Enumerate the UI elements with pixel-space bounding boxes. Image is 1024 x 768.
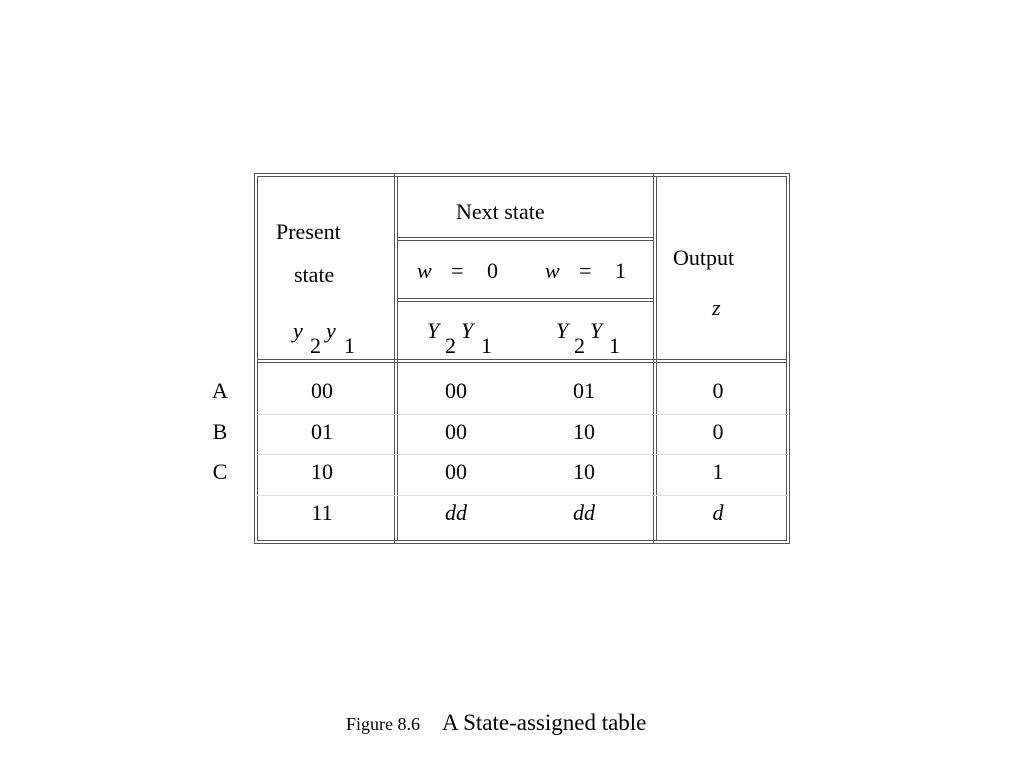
figure-label: Figure 8.6 [346, 714, 420, 734]
next-state-w1-cell: dd [573, 500, 595, 525]
present-state-cell: 01 [311, 419, 333, 444]
present-state-cell: 00 [311, 378, 333, 403]
next-state-w1-cell: 10 [573, 459, 595, 484]
output-cell: d [712, 500, 724, 525]
row-label: B [212, 419, 228, 444]
next-state-w0-cell: dd [445, 500, 467, 525]
table-border-left [254, 173, 255, 544]
next-state-header-divider [397, 298, 654, 299]
row-label: C [212, 459, 228, 484]
row-label: A [212, 378, 228, 403]
next-state-w0-cell: 00 [445, 459, 467, 484]
header-body-divider [257, 362, 787, 363]
figure-title: A State-assigned table [442, 710, 647, 735]
figure-caption: Figure 8.6 A State-assigned table [346, 710, 646, 736]
row-divider [257, 454, 787, 455]
present-state-header: state [294, 262, 335, 287]
next-state-header-divider [397, 240, 654, 241]
next-state-header: Next state [456, 199, 545, 224]
table-border-bottom-inner [257, 540, 787, 541]
output-variable: z [712, 295, 721, 320]
output-cell: 0 [712, 419, 724, 444]
column-divider [397, 176, 398, 541]
table-border-top-inner [257, 176, 787, 177]
column-divider [656, 176, 657, 541]
header-body-divider [257, 359, 787, 360]
present-state-header: Present [276, 219, 341, 244]
output-cell: 1 [712, 459, 724, 484]
next-state-w0-cell: 00 [445, 378, 467, 403]
next-state-header-divider [397, 237, 654, 238]
next-state-w1-cell: 10 [573, 419, 595, 444]
table-border-top [254, 173, 790, 174]
output-header: Output [673, 245, 735, 270]
column-divider [394, 173, 395, 544]
table-border-left-inner [257, 176, 258, 541]
next-state-w0-cell: 00 [445, 419, 467, 444]
next-state-w1-cell: 01 [573, 378, 595, 403]
present-state-cell: 10 [311, 459, 333, 484]
row-divider [257, 414, 787, 415]
table-border-right-inner [786, 176, 787, 541]
table-border-bottom [254, 543, 790, 544]
output-cell: 0 [712, 378, 724, 403]
column-divider [653, 173, 654, 544]
next-state-header-divider [397, 301, 654, 302]
row-divider [257, 495, 787, 496]
present-state-cell: 11 [311, 500, 333, 525]
table-border-right [789, 173, 790, 544]
